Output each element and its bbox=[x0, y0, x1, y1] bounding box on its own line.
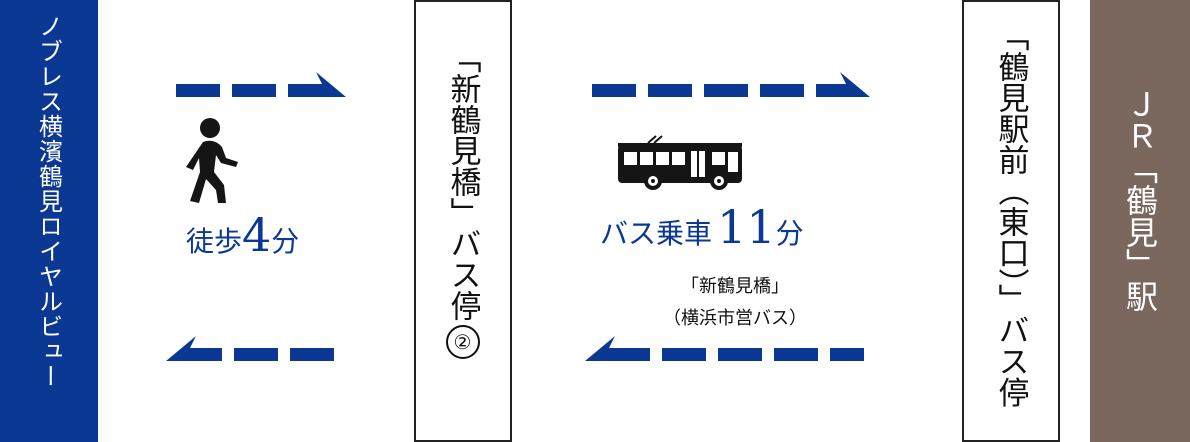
walk-time-label: 徒歩4分 bbox=[186, 208, 299, 262]
bus-stop-shin-tsurumibashi: 「新鶴見橋」バス停 ② bbox=[414, 0, 512, 442]
bus-time-label: バス乗車 11分 bbox=[600, 200, 804, 254]
walk-mode: 徒歩 bbox=[186, 225, 243, 258]
bus-stop-tsurumi-ekimae: 「鶴見駅前（東口）」バス停 bbox=[962, 0, 1060, 442]
walk-return-arrow bbox=[166, 336, 334, 361]
bus-return-arrow bbox=[585, 336, 864, 361]
bus-forward-arrow bbox=[592, 72, 870, 97]
walk-minutes: 4 bbox=[242, 208, 272, 262]
walk-unit: 分 bbox=[271, 225, 300, 258]
bus-mode: バス乗車 bbox=[600, 217, 713, 250]
bus-boarding-stop: 「新鶴見橋」 bbox=[681, 276, 789, 297]
bus-stop-2-name: 「鶴見駅前（東口）」バス停 bbox=[992, 20, 1029, 408]
origin-label: ノブレス横濱鶴見ロイヤルビュー bbox=[34, 14, 63, 389]
bus-minutes: 11 bbox=[717, 200, 776, 254]
bus-stop-1-text: 「新鶴見橋」バス停 ② bbox=[441, 42, 486, 359]
bus-stop-1-number: ② bbox=[445, 325, 480, 359]
bus-operator: （横浜市営バス） bbox=[663, 308, 807, 329]
walk-forward-arrow bbox=[176, 72, 346, 97]
bus-icon bbox=[618, 135, 742, 190]
destination-label: ＪＲ「鶴見」駅 bbox=[1121, 88, 1159, 312]
destination-panel: ＪＲ「鶴見」駅 bbox=[1090, 0, 1190, 442]
bus-stop-1-name: 「新鶴見橋」バス停 bbox=[444, 42, 481, 321]
origin-panel: ノブレス横濱鶴見ロイヤルビュー bbox=[0, 0, 98, 442]
bus-unit: 分 bbox=[775, 217, 804, 250]
walking-person-icon bbox=[186, 118, 238, 203]
